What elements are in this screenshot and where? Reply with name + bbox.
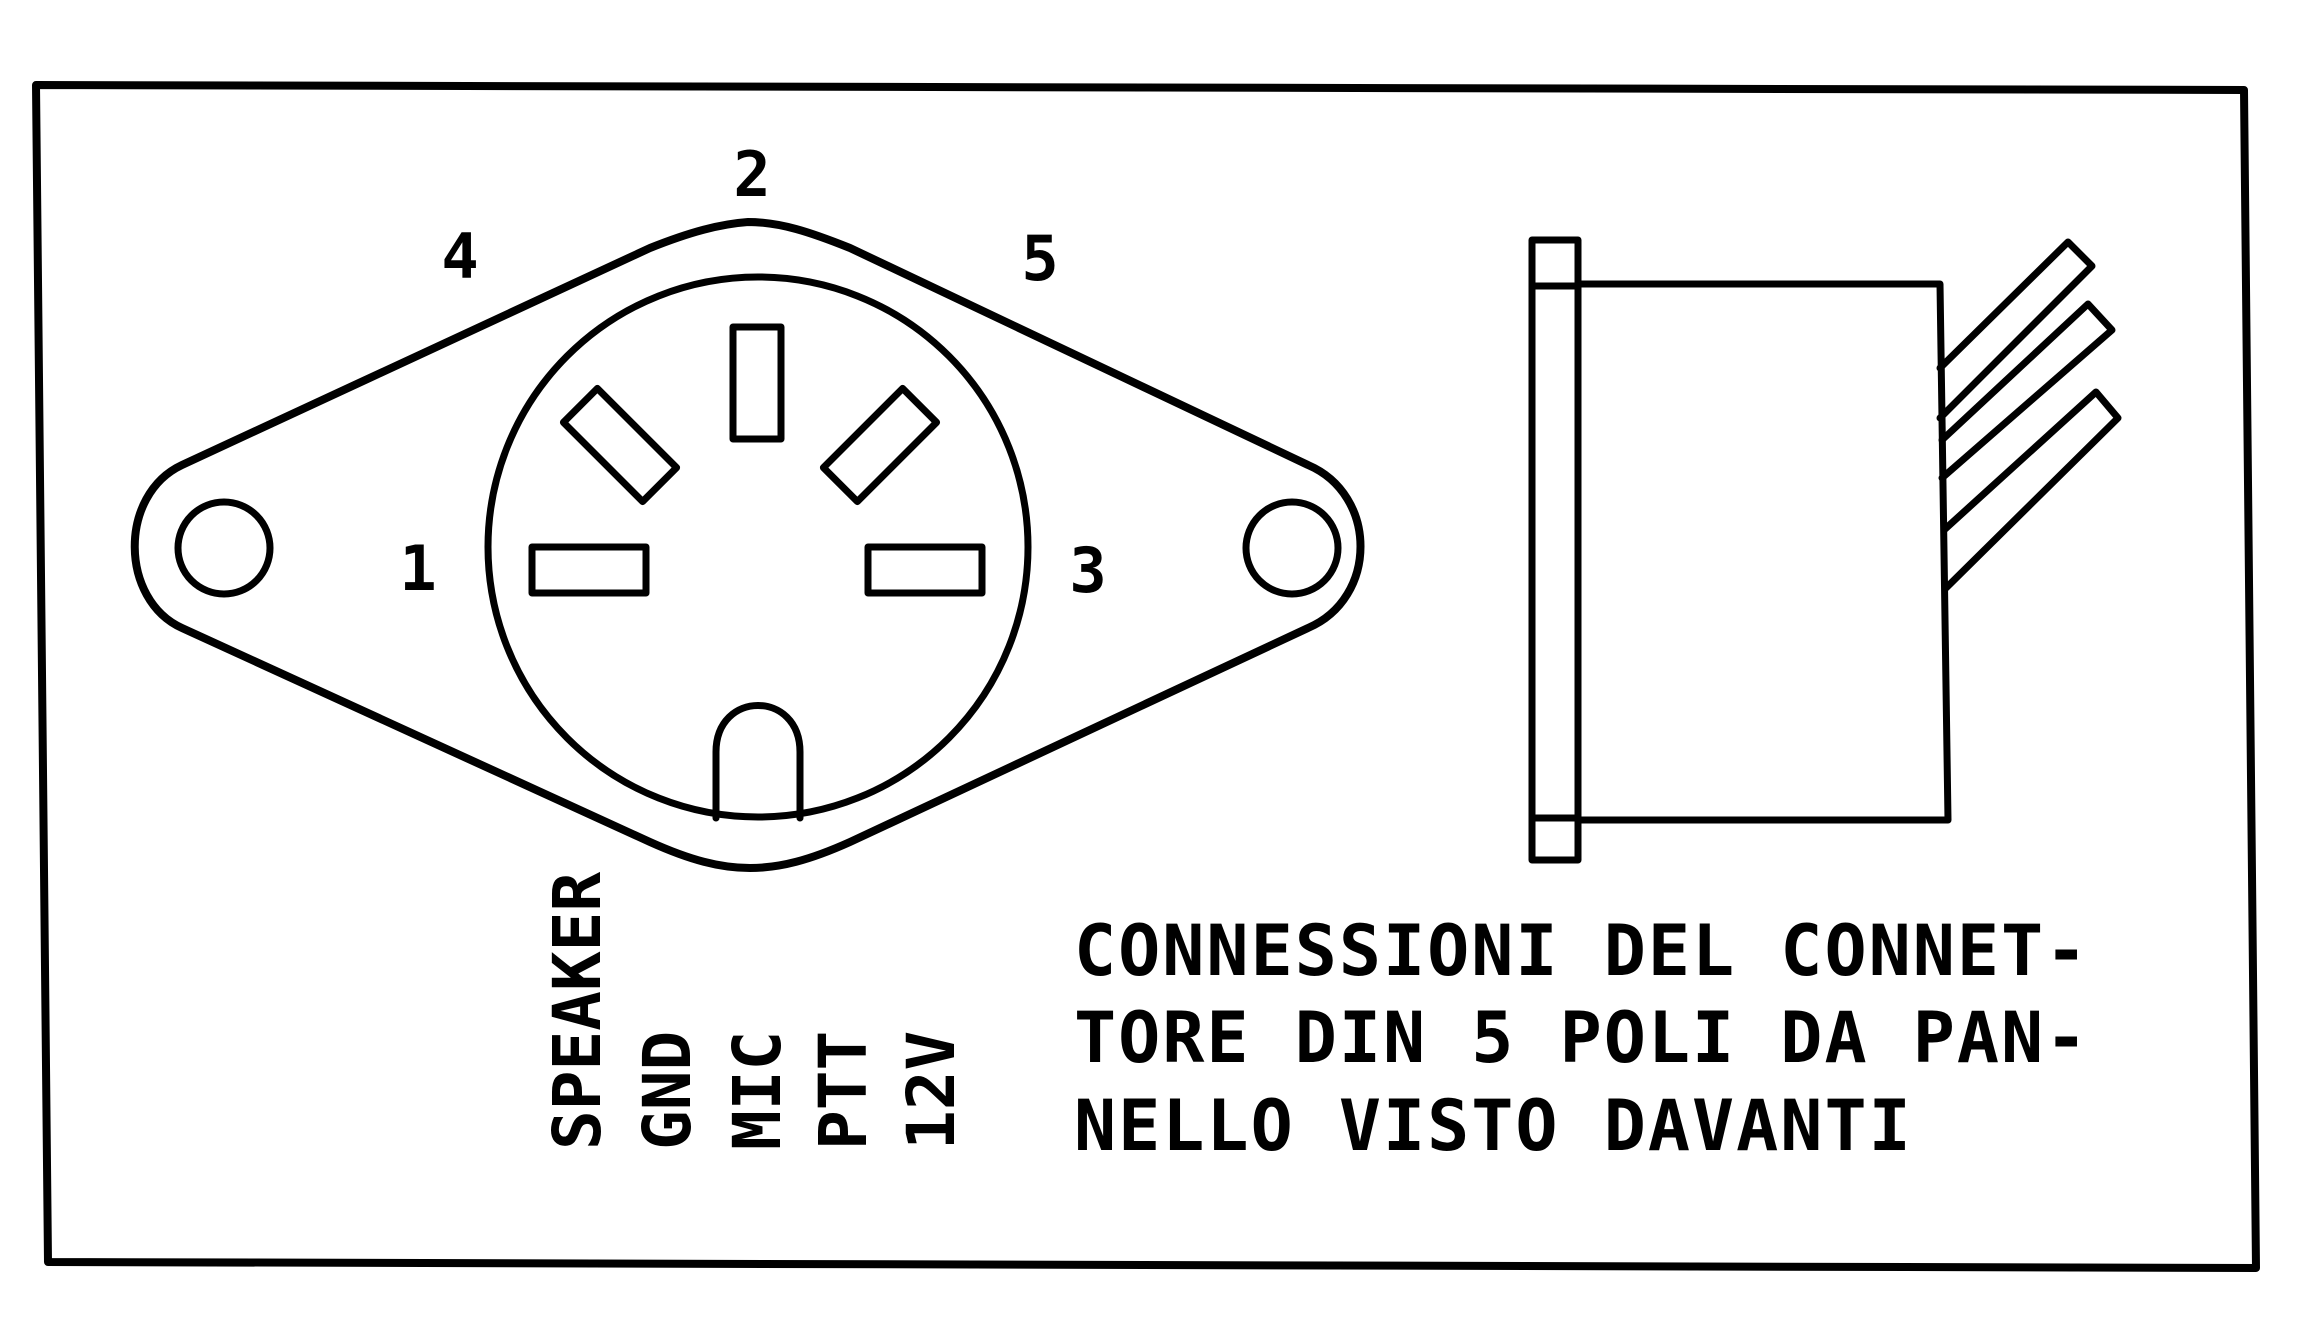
pin-number-4: 4 bbox=[441, 220, 478, 293]
signal-label-12v: 12V bbox=[893, 1031, 970, 1150]
socket-body bbox=[484, 273, 1032, 821]
caption-line-1: CONNESSIONI DEL CONNET- bbox=[1074, 910, 2089, 992]
side-view-body bbox=[1574, 280, 1952, 824]
pin-1-contact bbox=[528, 543, 650, 597]
pin-number-3: 3 bbox=[1069, 534, 1106, 607]
pin-number-1: 1 bbox=[399, 532, 436, 605]
side-view-flange bbox=[1528, 236, 1582, 864]
locating-key bbox=[712, 702, 804, 822]
signal-label-ptt: PTT bbox=[805, 1031, 882, 1150]
caption-line-3: NELLO VISTO DAVANTI bbox=[1074, 1085, 1913, 1167]
pin-number-2: 2 bbox=[733, 138, 770, 211]
signal-label-mic: MIC bbox=[719, 1031, 796, 1150]
mounting-hole-left bbox=[174, 498, 274, 598]
caption-line-2: TORE DIN 5 POLI DA PAN- bbox=[1074, 997, 2089, 1079]
border-frame bbox=[32, 81, 2260, 1272]
solder-tail-3 bbox=[1940, 388, 2122, 592]
pin-number-5: 5 bbox=[1021, 222, 1058, 295]
signal-label-speaker: SPEAKER bbox=[539, 872, 616, 1150]
solder-tail-1 bbox=[1936, 238, 2096, 422]
pin-5-contact bbox=[819, 384, 941, 506]
pin-2-contact bbox=[729, 323, 785, 443]
signal-label-gnd: GND bbox=[629, 1031, 706, 1150]
pin-3-contact bbox=[864, 543, 986, 597]
pin-4-contact bbox=[559, 384, 681, 506]
solder-tail-2 bbox=[1938, 300, 2116, 482]
connector-flange bbox=[130, 218, 1365, 872]
mounting-hole-right bbox=[1242, 498, 1342, 598]
